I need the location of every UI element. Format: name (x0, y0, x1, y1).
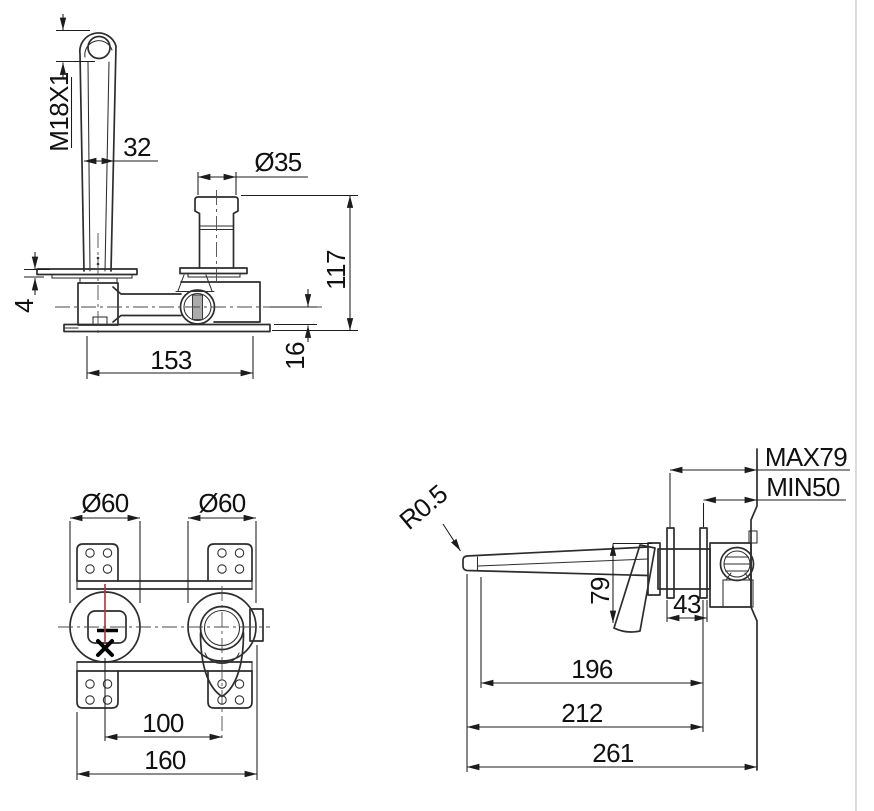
dim-reach-mid-label: 212 (561, 698, 603, 728)
handle-knob (179, 196, 248, 278)
dim-max-depth-label: MAX79 (765, 442, 847, 472)
dim-body-width-label: 153 (150, 345, 192, 375)
lever-side-profile (613, 544, 656, 633)
base-plate (63, 323, 271, 333)
dim-spout-width-label: 32 (123, 132, 151, 162)
in-wall-valve-body (709, 530, 758, 608)
front-elevation-view: M18X1 32 Ø35 117 4 153 (9, 14, 358, 379)
aerator-circle (87, 35, 111, 60)
dim-min-depth-label: MIN50 (766, 472, 840, 502)
dim-flange-span-label: 43 (673, 589, 701, 619)
side-tab (249, 608, 264, 642)
dim-reach-inner-label: 196 (571, 654, 613, 684)
mounting-pads (76, 543, 253, 709)
spout-profile (78, 32, 117, 272)
wall-section-line (750, 448, 758, 771)
centerlines-front (55, 190, 322, 334)
dim-handle-length-label: 79 (585, 577, 615, 605)
dim-thread-label: M18X1 (44, 72, 74, 152)
dim-left-dia-label: Ø60 (81, 488, 128, 518)
side-section-view: MAX79 MIN50 R0.5 79 43 196 212 (393, 442, 850, 772)
mounting-body-view: Ø60 Ø60 100 160 (58, 488, 270, 780)
dimensions-plate: Ø60 Ø60 100 160 (69, 488, 258, 780)
dim-center-distance-label: 100 (142, 708, 184, 738)
cartridge-sleeve (647, 527, 711, 599)
dim-overall-width-label: 160 (144, 745, 186, 775)
dim-right-dia-label: Ø60 (198, 488, 245, 518)
valve-body-front (63, 274, 271, 333)
dimensions-front: M18X1 32 Ø35 117 4 153 (9, 14, 358, 379)
dim-reach-overall-label: 261 (592, 738, 634, 768)
dim-outlet-drop-label: 16 (280, 342, 310, 370)
spout-escutcheon (36, 268, 138, 284)
dim-height-label: 117 (321, 250, 351, 290)
dim-tip-radius-label: R0.5 (393, 479, 453, 536)
dimensions-side: MAX79 MIN50 R0.5 79 43 196 212 (393, 442, 850, 772)
flange-min-position (699, 527, 708, 599)
flange-max-position (666, 527, 675, 599)
dim-handle-dia-label: Ø35 (254, 147, 301, 177)
dim-plate-thickness-label: 4 (9, 299, 39, 313)
x-mark (96, 639, 114, 657)
screw-holes (85, 548, 245, 705)
spout-side-profile (462, 546, 649, 577)
